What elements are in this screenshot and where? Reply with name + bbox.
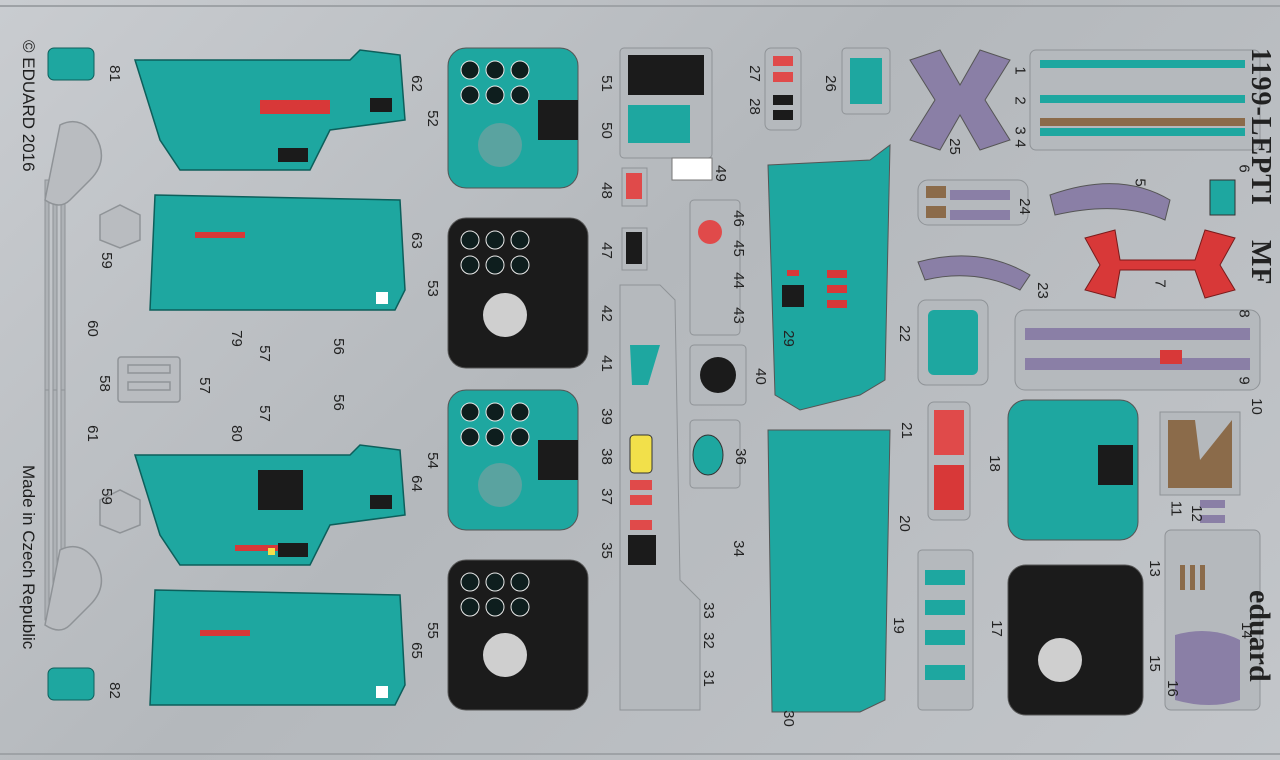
- part-number: 52: [423, 110, 441, 127]
- product-code: 1199-LEPTI: [1245, 48, 1276, 206]
- part-number: 54: [423, 452, 441, 469]
- part-number: 46: [729, 210, 747, 227]
- part-number: 57: [255, 345, 273, 362]
- part-number: 15: [1145, 655, 1163, 672]
- part-number: 48: [597, 182, 615, 199]
- part-number: 1: [1011, 66, 1029, 75]
- made-in-text: Made in Czech Republic: [19, 465, 38, 650]
- part-number: 27: [745, 65, 763, 82]
- part-number: 11: [1167, 500, 1185, 517]
- part-number: 7: [1151, 279, 1169, 288]
- part-number: 33: [699, 602, 717, 619]
- part-number: 21: [897, 422, 915, 439]
- part-number: 23: [1033, 282, 1051, 299]
- part-number: 53: [423, 280, 441, 297]
- part-number: 28: [745, 98, 763, 115]
- part-number: 36: [731, 448, 749, 465]
- part-number: 65: [407, 642, 425, 659]
- part-number: 55: [423, 622, 441, 639]
- part-number: 50: [597, 122, 615, 139]
- part-number: 17: [987, 620, 1005, 637]
- part-number: 79: [227, 330, 245, 347]
- part-number: 38: [597, 448, 615, 465]
- product-suffix: MF: [1245, 240, 1276, 286]
- part-number: 31: [699, 670, 717, 687]
- part-number: 49: [711, 165, 729, 182]
- part-number: 59: [97, 488, 115, 505]
- part-number: 29: [779, 330, 797, 347]
- part-number: 61: [83, 425, 101, 442]
- part-number: 56: [329, 338, 347, 355]
- part-number: 60: [83, 320, 101, 337]
- part-number: 37: [597, 488, 615, 505]
- part-number: 13: [1145, 560, 1163, 577]
- part-number: 16: [1163, 680, 1181, 697]
- part-number: 35: [597, 542, 615, 559]
- part-number: 2: [1011, 96, 1029, 105]
- part-number: 30: [779, 710, 797, 727]
- part-number: 47: [597, 242, 615, 259]
- part-number: 57: [255, 405, 273, 422]
- part-number: 14: [1237, 622, 1255, 639]
- part-number: 20: [895, 515, 913, 532]
- part-number: 64: [407, 475, 425, 492]
- part-number: 8: [1235, 309, 1253, 318]
- part-number: 6: [1235, 164, 1253, 173]
- part-number: 59: [97, 252, 115, 269]
- part-number: 43: [729, 307, 747, 324]
- part-number: 3: [1011, 126, 1029, 135]
- part-number: 58: [95, 375, 113, 392]
- part-number: 9: [1235, 376, 1253, 385]
- part-number: 81: [105, 65, 123, 82]
- part-number: 4: [1011, 139, 1029, 148]
- part-number: 51: [597, 75, 615, 92]
- part-number: 26: [821, 75, 839, 92]
- part-number: 18: [985, 455, 1003, 472]
- part-number: 25: [945, 138, 963, 155]
- part-number: 34: [729, 540, 747, 557]
- part-number: 32: [699, 632, 717, 649]
- instrument-panels: [447, 47, 589, 711]
- part-number: 42: [597, 305, 615, 322]
- part-number: 40: [751, 368, 769, 385]
- part-number: 82: [105, 682, 123, 699]
- part-number: 19: [889, 617, 907, 634]
- part-number: 41: [597, 355, 615, 372]
- part-number: 45: [729, 240, 747, 257]
- part-number: 12: [1187, 505, 1205, 522]
- part-number: 24: [1015, 198, 1033, 215]
- part-number: 10: [1247, 398, 1265, 415]
- part-number: 57: [195, 377, 213, 394]
- part-number: 44: [729, 272, 747, 289]
- part-number: 5: [1131, 178, 1149, 187]
- part-number: 39: [597, 408, 615, 425]
- part-number: 62: [407, 75, 425, 92]
- part-number: 80: [227, 425, 245, 442]
- copyright-text: © EDUARD 2016: [19, 40, 38, 172]
- part-number: 63: [407, 232, 425, 249]
- part-number: 22: [895, 325, 913, 342]
- part-number: 56: [329, 394, 347, 411]
